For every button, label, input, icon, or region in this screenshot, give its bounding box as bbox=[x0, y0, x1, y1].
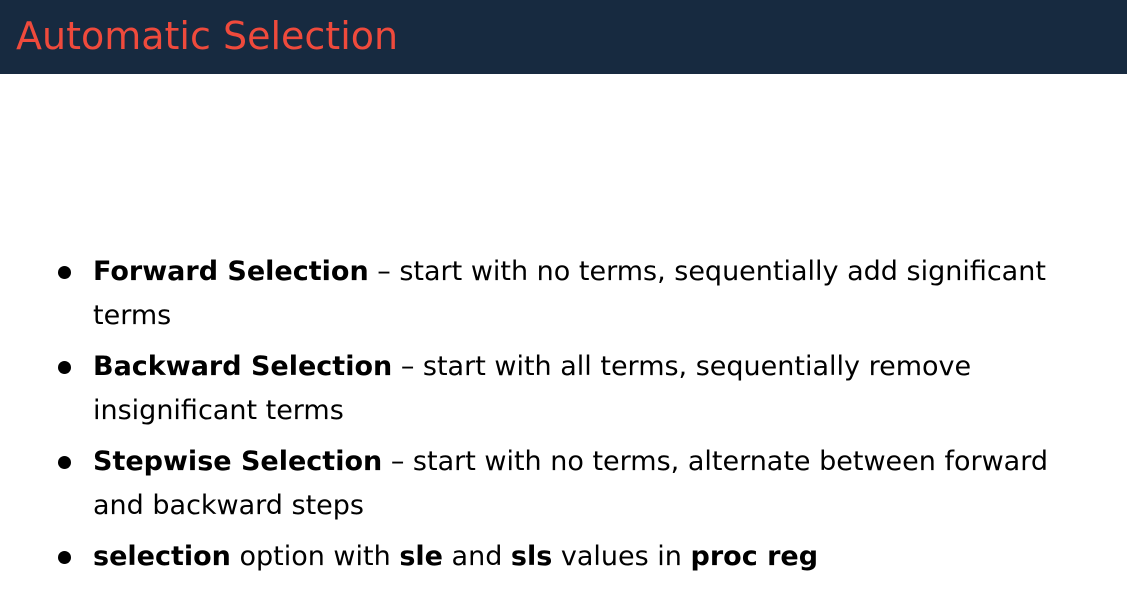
bullet-item-selection-option: selection option with sle and sls values… bbox=[55, 535, 1105, 579]
bullet-dot-icon bbox=[58, 361, 71, 374]
keyword-sls: sls bbox=[510, 541, 553, 572]
bullet-dot-icon bbox=[58, 266, 71, 279]
bullet-text-fragment: option with bbox=[230, 541, 400, 572]
bullet-item-backward-selection: Backward Selection – start with all term… bbox=[55, 345, 1105, 433]
bullet-description: – start with all terms, sequentially rem… bbox=[93, 351, 972, 426]
bullet-text-fragment: and bbox=[442, 541, 511, 572]
bullet-dot-icon bbox=[58, 456, 71, 469]
bullet-description: – start with no terms, alternate between… bbox=[93, 446, 1048, 521]
bullet-description: – start with no terms, sequentially add … bbox=[93, 256, 1046, 331]
bullet-term: Stepwise Selection bbox=[93, 446, 383, 477]
bullet-item-forward-selection: Forward Selection – start with no terms,… bbox=[55, 250, 1105, 338]
bullet-term: Backward Selection bbox=[93, 351, 393, 382]
bullet-term: Forward Selection bbox=[93, 256, 369, 287]
slide-title: Automatic Selection bbox=[16, 14, 399, 58]
title-bar: Automatic Selection bbox=[0, 0, 1127, 74]
keyword-sle: sle bbox=[399, 541, 443, 572]
keyword-proc-reg: proc reg bbox=[690, 541, 819, 572]
bullet-item-stepwise-selection: Stepwise Selection – start with no terms… bbox=[55, 440, 1105, 528]
bullet-dot-icon bbox=[58, 551, 71, 564]
keyword-selection: selection bbox=[93, 541, 231, 572]
bullet-text-fragment: values in bbox=[552, 541, 691, 572]
bullet-list: Forward Selection – start with no terms,… bbox=[55, 250, 1105, 586]
